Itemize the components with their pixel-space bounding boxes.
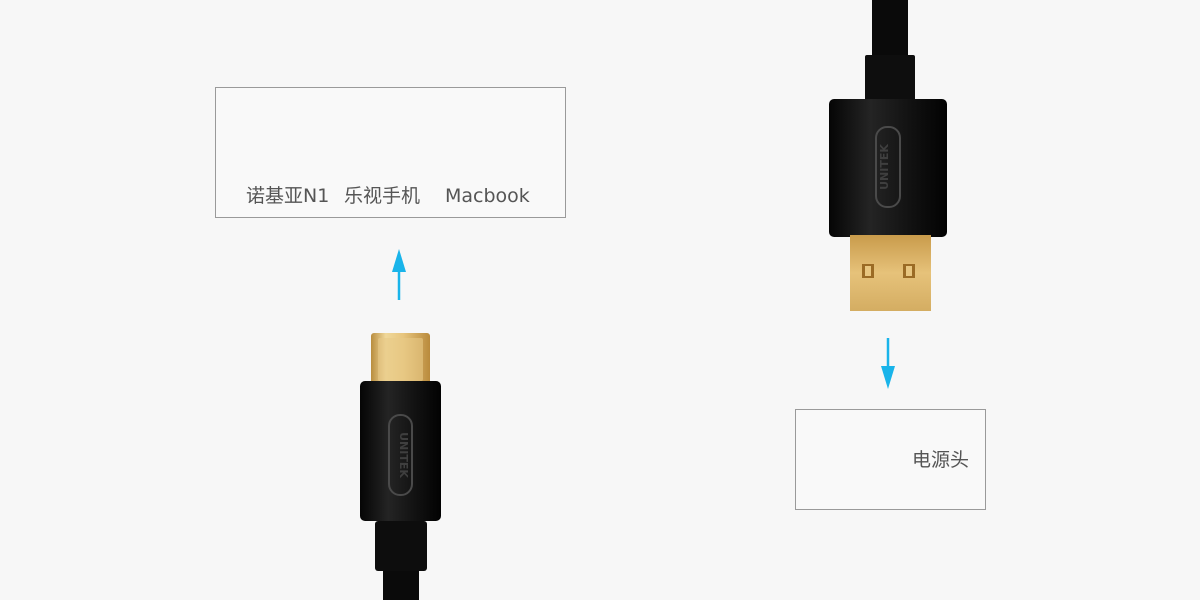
charger-box xyxy=(795,409,986,510)
up-arrow-icon xyxy=(392,249,406,300)
unitek-logo-left: UNITEK xyxy=(397,432,410,478)
charger-label: 电源头 xyxy=(912,449,970,471)
nokia-n1-label: 诺基亚N1 xyxy=(246,185,330,207)
unitek-logo-right: UNITEK xyxy=(878,144,891,190)
macbook-label: Macbook xyxy=(445,185,530,207)
down-arrow-icon xyxy=(881,338,895,389)
usb-type-c-connector-image: UNITEK xyxy=(360,333,441,600)
usb-a-connector-image: UNITEK xyxy=(829,0,947,311)
letv-phone-label: 乐视手机 xyxy=(344,185,421,207)
supported-devices-box xyxy=(215,87,566,218)
